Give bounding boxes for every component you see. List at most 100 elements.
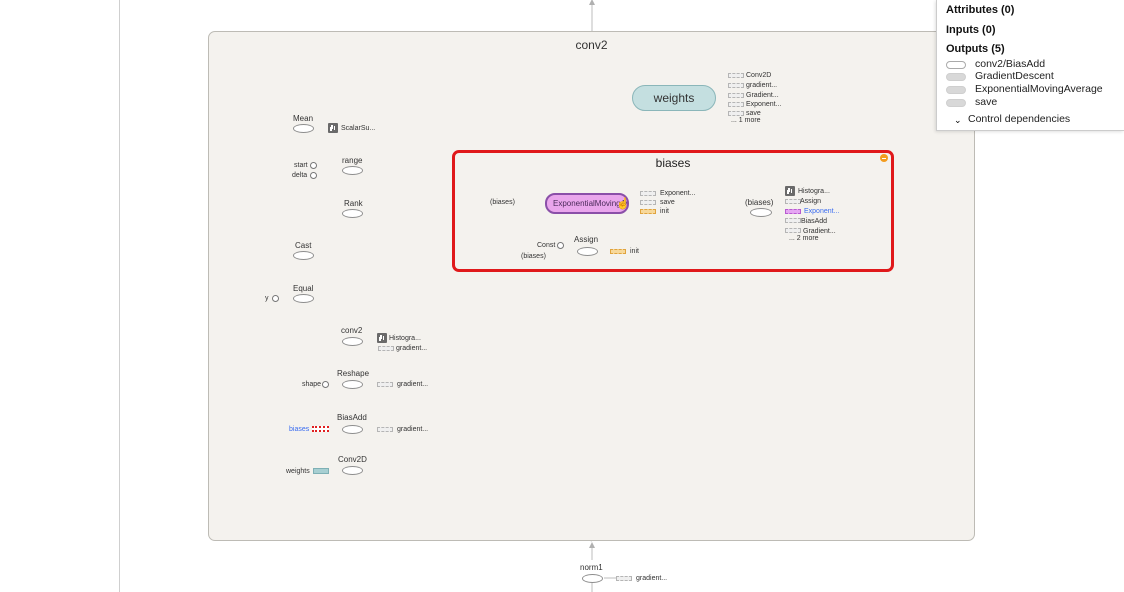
start-node[interactable] [310,162,317,169]
biases-out-stub-4[interactable] [785,218,801,223]
gradient-label: gradient... [396,345,428,352]
conv2d-node[interactable] [342,466,363,475]
chevron-down-icon[interactable]: ⌄ [954,115,962,125]
inputs-heading[interactable]: Inputs (0) [946,24,996,36]
collapse-icon[interactable] [880,154,888,162]
const-node[interactable] [557,242,564,249]
output-1-icon [946,61,966,69]
ema-node[interactable]: ExponentialMovingAverage [545,193,629,214]
conv2-scope-title: conv2 [575,38,608,52]
output-item-4[interactable]: save [975,96,998,108]
ema-out-1: Exponent... [660,190,696,197]
biasadd-gradient-label: gradient... [397,426,429,433]
weights-input-label: weights [286,468,310,475]
weights-group-node[interactable]: weights [632,85,716,111]
equal-node[interactable] [293,294,314,303]
shape-node[interactable] [322,381,329,388]
y-node[interactable] [272,295,279,302]
hand-cursor-icon: ☝ [616,198,630,210]
biases-var-node[interactable] [750,208,772,217]
cast-node[interactable] [293,251,314,260]
start-label: start [294,162,308,169]
histogram-summary-icon[interactable] [377,333,387,343]
ema-out-stub-1[interactable] [640,191,656,196]
biases-out-3: Exponent... [804,208,840,215]
ema-out-stub-2[interactable] [640,200,656,205]
range-label: range [342,156,363,165]
attributes-heading[interactable]: Attributes (0) [946,4,1015,16]
scalar-summary-label: ScalarSu... [341,125,376,132]
weights-out-5: save [746,110,761,117]
equal-label: Equal [293,284,314,293]
biases-out-2: Assign [800,198,822,205]
biases-out-stub-2[interactable] [785,199,801,204]
weights-out-4: Exponent... [746,101,782,108]
conv2-label: conv2 [341,326,363,335]
weights-out-3: Gradient... [746,92,779,99]
conv2-node[interactable] [342,337,363,346]
weights-out-stub-4[interactable] [728,102,744,107]
biasadd-node[interactable] [342,425,363,434]
weights-out-stub-5[interactable] [728,111,744,116]
output-3-icon [946,86,966,94]
reshape-gradient-stub[interactable] [377,382,393,387]
assign-out-stub[interactable] [610,249,626,254]
assign-label: Assign [574,235,599,244]
biases-out-5: Gradient... [803,228,836,235]
histogram-label: Histogra... [389,335,421,342]
weights-out-stub-1[interactable] [728,73,744,78]
ema-out-2: save [660,199,675,206]
biases-link-label[interactable]: biases [289,426,310,433]
weights-out-2: gradient... [746,82,778,89]
delta-node[interactable] [310,172,317,179]
weights-input-stub[interactable] [313,468,329,474]
output-item-3[interactable]: ExponentialMovingAverage [975,83,1103,95]
reshape-label: Reshape [337,369,370,378]
weights-out-1: Conv2D [746,72,772,79]
biases-left-input: (biases) [490,199,515,206]
sidebar-divider [119,0,120,592]
conv2d-label: Conv2D [338,455,367,464]
norm1-node[interactable] [582,574,603,583]
const-label: Const [537,242,556,249]
cast-label: Cast [295,241,312,250]
reshape-node[interactable] [342,380,363,389]
output-item-2[interactable]: GradientDescent [975,70,1054,82]
biases-out-more[interactable]: ... 2 more [789,235,819,242]
norm1-gradient-stub[interactable] [616,576,632,581]
gradient-stub[interactable] [378,346,394,351]
biases-right-label: (biases) [745,198,774,207]
rank-label: Rank [344,199,363,208]
biases-out-4: BiasAdd [801,218,828,225]
biases-highlighted-stub[interactable] [312,426,329,432]
delta-label: delta [292,172,308,179]
norm1-label: norm1 [580,563,603,572]
weights-out-more[interactable]: ... 1 more [731,117,761,124]
weights-out-stub-3[interactable] [728,93,744,98]
biases-histogram-icon[interactable] [785,186,795,196]
range-node[interactable] [342,166,363,175]
control-dependencies-toggle[interactable]: Control dependencies [968,113,1071,125]
outputs-heading[interactable]: Outputs (5) [946,43,1005,55]
rank-node[interactable] [342,209,363,218]
output-item-1[interactable]: conv2/BiasAdd [975,58,1046,70]
output-4-icon [946,99,966,107]
assign-node[interactable] [577,247,598,256]
biases-out-1: Histogra... [798,188,830,195]
conv2-scope[interactable] [208,31,975,541]
biases-scope[interactable] [452,150,894,272]
output-2-icon [946,73,966,81]
weights-out-stub-2[interactable] [728,83,744,88]
biases-out-stub-5[interactable] [785,228,801,233]
mean-node[interactable] [293,124,314,133]
reshape-gradient-label: gradient... [397,381,429,388]
scalar-summary-icon[interactable] [328,123,338,133]
assign-input-label: (biases) [521,253,546,260]
biases-out-stub-3[interactable] [785,209,801,214]
mean-label: Mean [293,114,314,123]
biasadd-gradient-stub[interactable] [377,427,393,432]
ema-out-stub-3[interactable] [640,209,656,214]
norm1-gradient-label: gradient... [636,575,668,582]
y-label: y [265,295,269,302]
